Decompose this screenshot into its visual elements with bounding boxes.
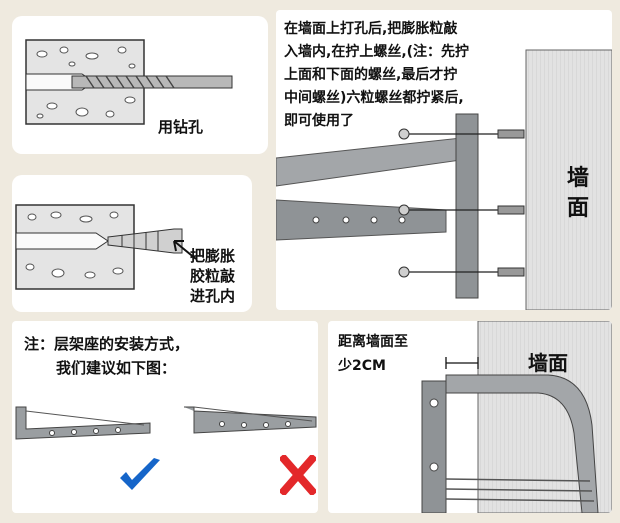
panel-install: 在墙面上打孔后,把膨胀粒敲 入墙内,在拧上螺丝,(注：先拧 上面和下面的螺丝,最…: [276, 10, 612, 310]
anchor-caption-2: 胶粒敲: [190, 265, 235, 286]
bracket-arm-lower: [276, 200, 446, 240]
wall-label-2: 面: [567, 190, 589, 222]
bracket-wrong: [184, 407, 316, 433]
anchor-caption-1: 把膨胀: [190, 245, 235, 266]
distance-note-1: 距离墙面至: [338, 331, 408, 351]
distance-note-2: 少2CM: [338, 355, 386, 375]
orientation-illustration: [12, 321, 318, 513]
drill-hole: [16, 233, 108, 249]
cross-icon: [280, 455, 316, 495]
bracket-correct: [16, 407, 150, 439]
distance-wall-label: 墙面: [528, 347, 568, 376]
panel-distance: 距离墙面至 少2CM 墙面: [328, 321, 612, 513]
anchor-caption-3: 进孔内: [190, 285, 235, 306]
drill-caption: 用钻孔: [158, 116, 203, 137]
panel-note: 注：层架座的安装方式， 我们建议如下图：: [12, 321, 318, 513]
bracket-plate: [456, 114, 478, 298]
instruction-line-3: 上面和下面的螺丝,最后才拧: [284, 64, 457, 84]
instruction-line-5: 即可使用了: [284, 110, 354, 130]
bracket-arm: [276, 138, 461, 186]
gap-marker: [446, 357, 478, 369]
instruction-line-2: 入墙内,在拧上螺丝,(注：先拧: [284, 41, 469, 61]
drill-illustration: [12, 16, 268, 154]
check-icon: [118, 456, 162, 496]
instruction-line-4: 中间螺丝)六粒螺丝都拧紧后,: [284, 87, 464, 107]
panel-drill: 用钻孔: [12, 16, 268, 154]
wall-label-1: 墙: [567, 160, 589, 192]
panel-anchor: 把膨胀 胶粒敲 进孔内: [12, 175, 252, 312]
instruction-line-1: 在墙面上打孔后,把膨胀粒敲: [284, 18, 457, 38]
